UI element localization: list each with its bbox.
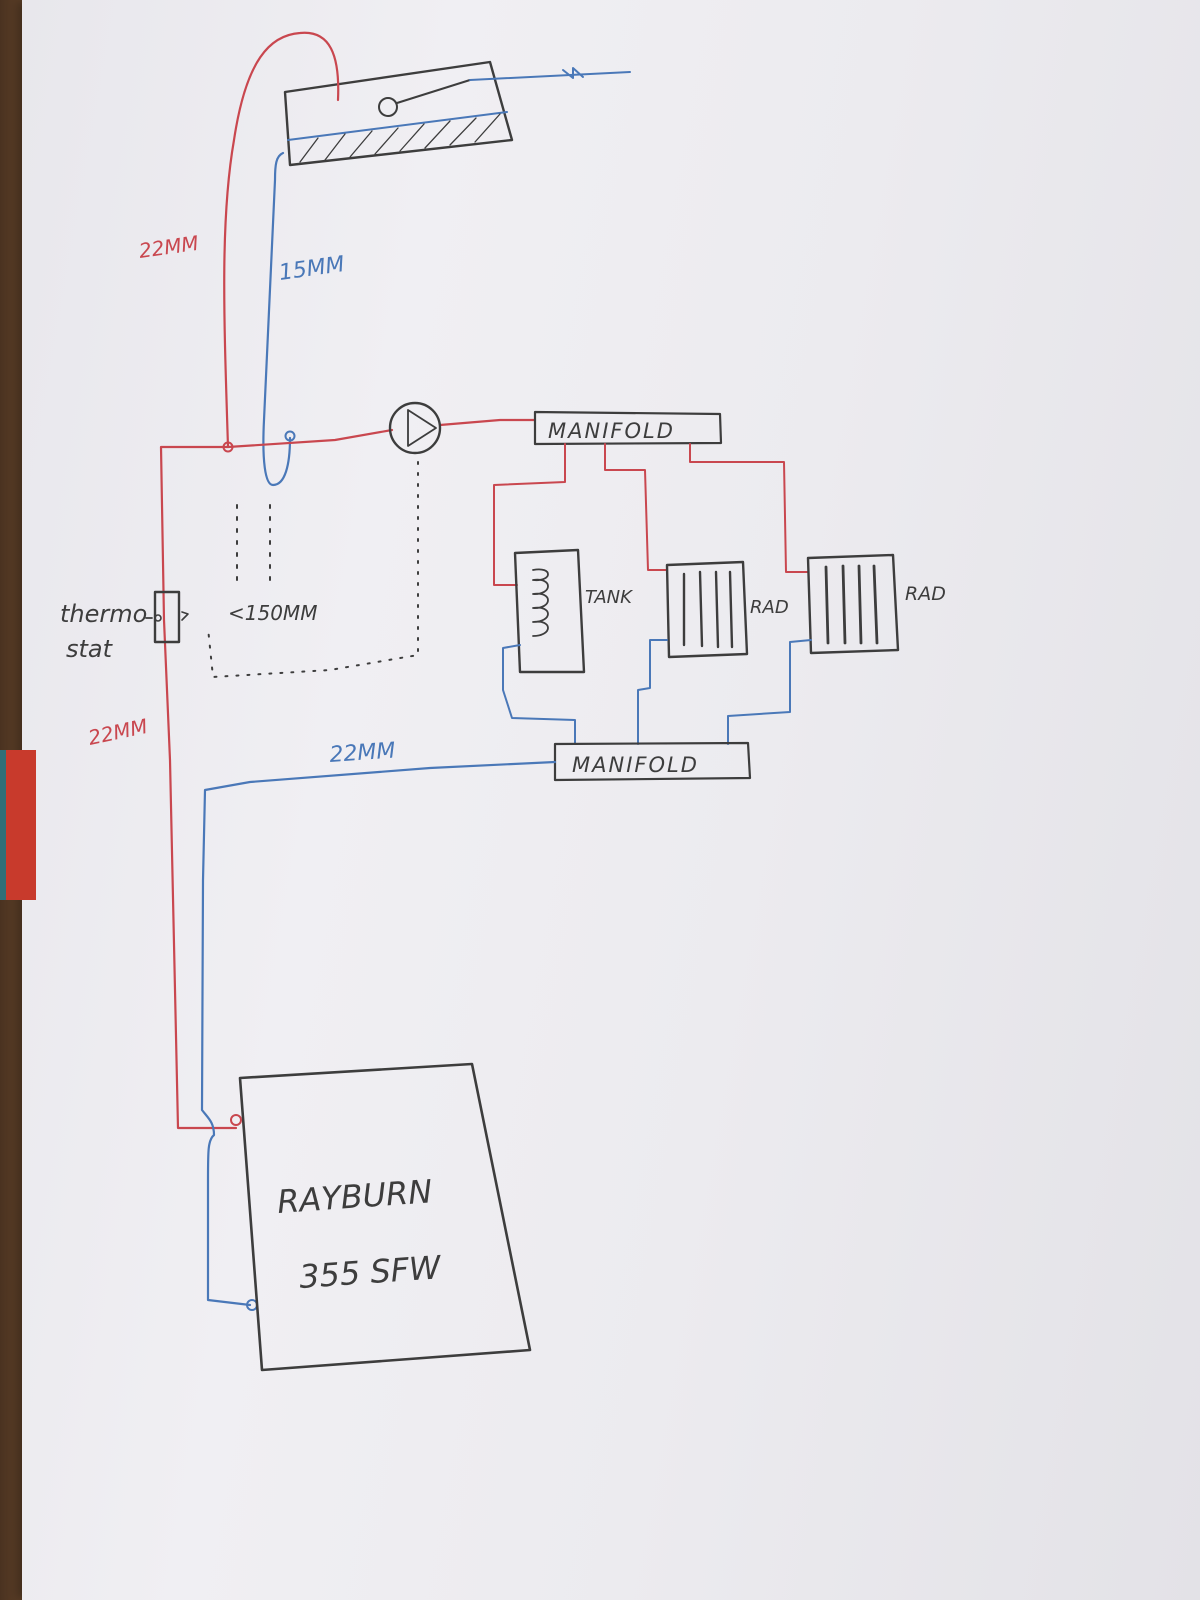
flow-pipe-pump-to-manifold [438,418,537,427]
manifold-bottom-box [553,741,752,782]
flow-pipe-boiler-to-pump [159,428,394,1130]
thermostat-device [145,590,189,644]
label-boiler-line1: RAYBURN [276,1172,434,1221]
pump-icon [388,401,442,455]
valve-icon [562,67,584,79]
label-22mm-riser: 22MM [137,231,200,263]
return-branch-rad2 [727,639,812,745]
label-22mm-left: 22MM [86,714,150,750]
radiator-2 [806,553,900,655]
label-thermostat-line1: thermo [60,600,147,628]
open-vent-pipe [223,31,340,449]
manifold-top-box [533,410,723,446]
return-branch-rad1 [637,639,668,745]
coil-icon [532,568,549,637]
label-15mm: 15MM [277,252,346,286]
float-valve-icon [378,79,471,117]
label-22mm-return: 22MM [329,738,397,768]
flow-branch-rad1 [604,443,668,571]
cold-feed-junction [284,430,296,442]
label-boiler-line2: 355 SFW [298,1248,443,1296]
open-vent-junction [222,441,234,453]
return-pipe-to-boiler [200,760,557,1307]
flow-branch-tank [493,443,566,586]
cold-feed-inlet-pipe [469,71,631,81]
label-rad-2: RAD [905,583,946,605]
paper-sheet [22,0,1200,1600]
hot-water-tank [513,548,586,674]
flow-connection [230,1114,242,1126]
cold-feed-pipe [262,151,292,487]
tank-water-hatching [299,113,501,163]
thermostat-wiring [207,461,419,678]
label-distance: <150MM [228,601,317,625]
label-manifold-top: MANIFOLD [548,419,675,443]
label-rad-1: RAD [750,597,789,618]
flow-branch-rad2 [689,443,809,573]
rayburn-boiler [238,1062,532,1372]
radiator-1 [665,560,749,659]
label-tank: TANK [585,587,633,608]
label-manifold-bottom: MANIFOLD [572,753,699,777]
header-tank [283,60,514,167]
return-branch-tank [502,644,576,745]
distance-marker [236,504,271,581]
sticky-tab [0,750,36,900]
label-thermostat-line2: stat [66,635,114,663]
